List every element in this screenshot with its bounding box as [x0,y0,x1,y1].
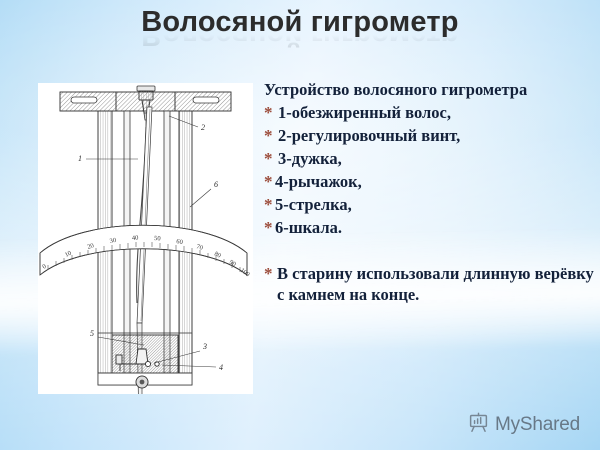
watermark-label: MyShared [495,414,580,435]
bullet-marker-icon: * [264,103,273,122]
bullet-marker-icon: * [264,126,273,145]
hygrometer-diagram: 0 10 20 30 40 50 60 70 80 90 100 [38,83,253,394]
bullet-marker-icon: * [264,149,273,168]
callout-1: 1 [78,154,82,163]
callout-2: 2 [201,123,205,132]
list-item-label: 6-шкала. [275,218,342,237]
bullet-marker-icon: * [264,264,273,283]
svg-text:70: 70 [195,243,203,252]
svg-text:40: 40 [132,235,139,242]
closing-note-text: В старину использовали длинную верёвку с… [277,264,594,304]
svg-text:50: 50 [154,235,161,242]
list-item: * 4-рычажок, [264,171,594,193]
hygrometer-diagram-panel: 0 10 20 30 40 50 60 70 80 90 100 [38,83,253,394]
svg-text:20: 20 [86,242,94,251]
callout-6: 6 [214,180,218,189]
closing-note: * В старину использовали длинную верёвку… [264,263,594,305]
list-item: * 6-шкала. [264,217,594,239]
list-item-label: 3-дужка, [278,149,342,168]
callout-leaders [86,115,217,368]
svg-text:10: 10 [64,250,73,259]
callout-4: 4 [219,363,223,372]
list-item: * 1-обезжиренный волос, [264,102,594,124]
bullet-list: * 1-обезжиренный волос, * 2-регулировочн… [264,102,594,239]
page-title: Волосяной гигрометр [141,6,459,38]
list-item: * 3-дужка, [264,148,594,170]
svg-text:0: 0 [41,263,48,271]
list-item-label: 4-рычажок, [275,172,362,191]
scale-minor-ticks [47,242,241,272]
top-crossbar [59,91,232,112]
slide-title-block: Волосяной гигрометр Волосяной гигрометр [0,4,600,70]
svg-text:60: 60 [176,238,184,246]
svg-text:100: 100 [239,267,251,278]
scale-labels: 0 10 20 30 40 50 60 70 80 90 100 [41,235,251,279]
bracket-and-lever [115,348,160,371]
page-title-reflection: Волосяной гигрометр [141,33,459,51]
presentation-board-icon [468,412,489,438]
curved-scale: 0 10 20 30 40 50 60 70 80 90 100 [39,224,251,279]
list-item-label: 1-обезжиренный волос, [278,103,451,122]
callout-5: 5 [90,329,94,338]
bullet-marker-icon: * [264,172,273,191]
lead-paragraph: Устройство волосяного гигрометра [264,80,528,99]
svg-text:30: 30 [109,237,117,245]
svg-text:90: 90 [228,259,237,268]
list-item-label: 5-стрелка, [275,195,352,214]
svg-text:80: 80 [213,251,222,260]
bullet-marker-icon: * [264,218,273,237]
content-text-block: Устройство волосяного гигрометра * 1-обе… [264,80,594,305]
list-item: * 2-регулировочный винт, [264,125,594,147]
bullet-marker-icon: * [264,195,273,214]
list-item-label: 2-регулировочный винт, [278,126,461,145]
list-item: * 5-стрелка, [264,194,594,216]
callout-3: 3 [202,342,207,351]
myshared-watermark: MyShared [468,412,580,438]
callout-numbers: 1 2 6 5 3 4 [78,123,223,372]
